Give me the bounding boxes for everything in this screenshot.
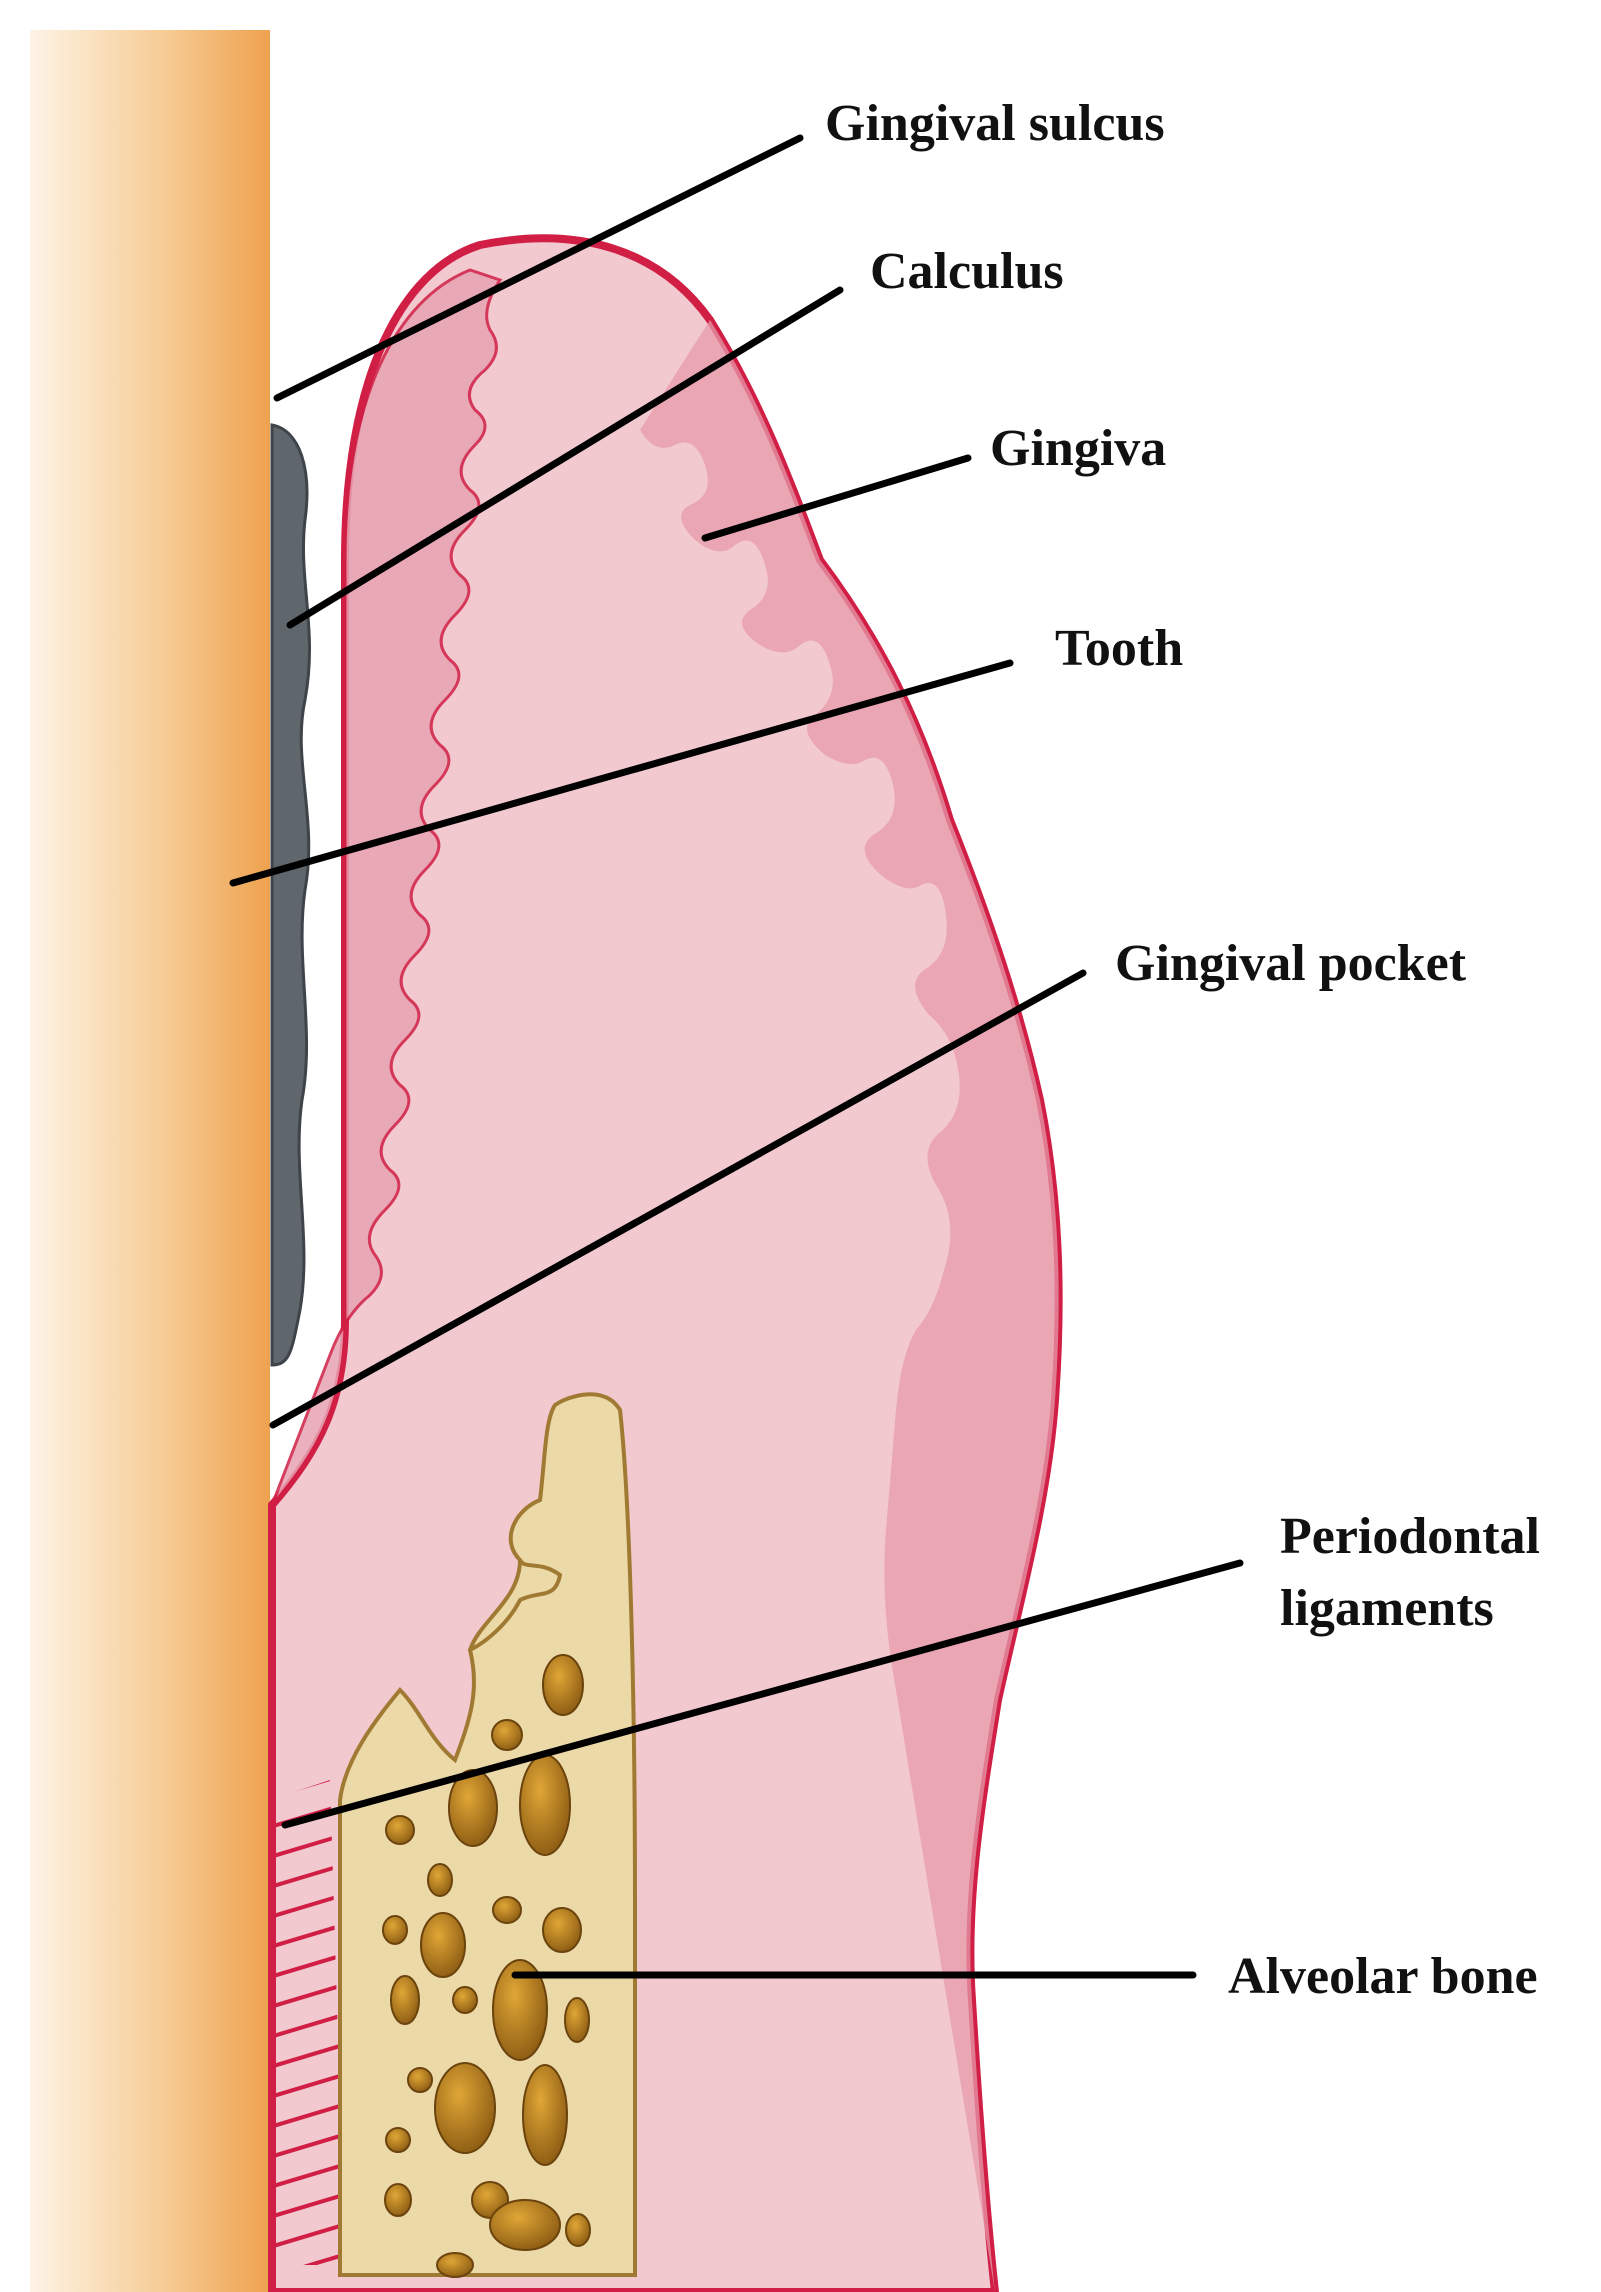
label-alveolar-bone: Alveolar bone [1228, 1948, 1538, 2005]
label-periodontal-ligaments-line1: Periodontal [1280, 1508, 1540, 1565]
label-gingiva: Gingiva [990, 420, 1166, 477]
leader-gingival-pocket [269, 969, 1087, 1429]
sulcular-epithelium [270, 268, 503, 1506]
tooth-surface [30, 30, 270, 2292]
leader-gingiva [701, 454, 972, 542]
bone-marrow-spaces [382, 1654, 591, 2278]
outer-epithelium [640, 320, 1059, 2292]
calculus-deposit [270, 423, 311, 1367]
label-calculus: Calculus [870, 243, 1064, 300]
label-periodontal-ligaments-line2: ligaments [1280, 1580, 1494, 1637]
leader-gingival-sulcus [273, 134, 804, 402]
label-gingival-pocket: Gingival pocket [1115, 935, 1467, 992]
label-gingival-sulcus: Gingival sulcus [825, 95, 1165, 152]
bone-notch [469, 1558, 563, 1652]
leader-calculus [286, 286, 844, 629]
leader-tooth [229, 659, 1014, 887]
leader-periodontal-ligaments [281, 1559, 1244, 1829]
label-tooth: Tooth [1055, 620, 1183, 677]
